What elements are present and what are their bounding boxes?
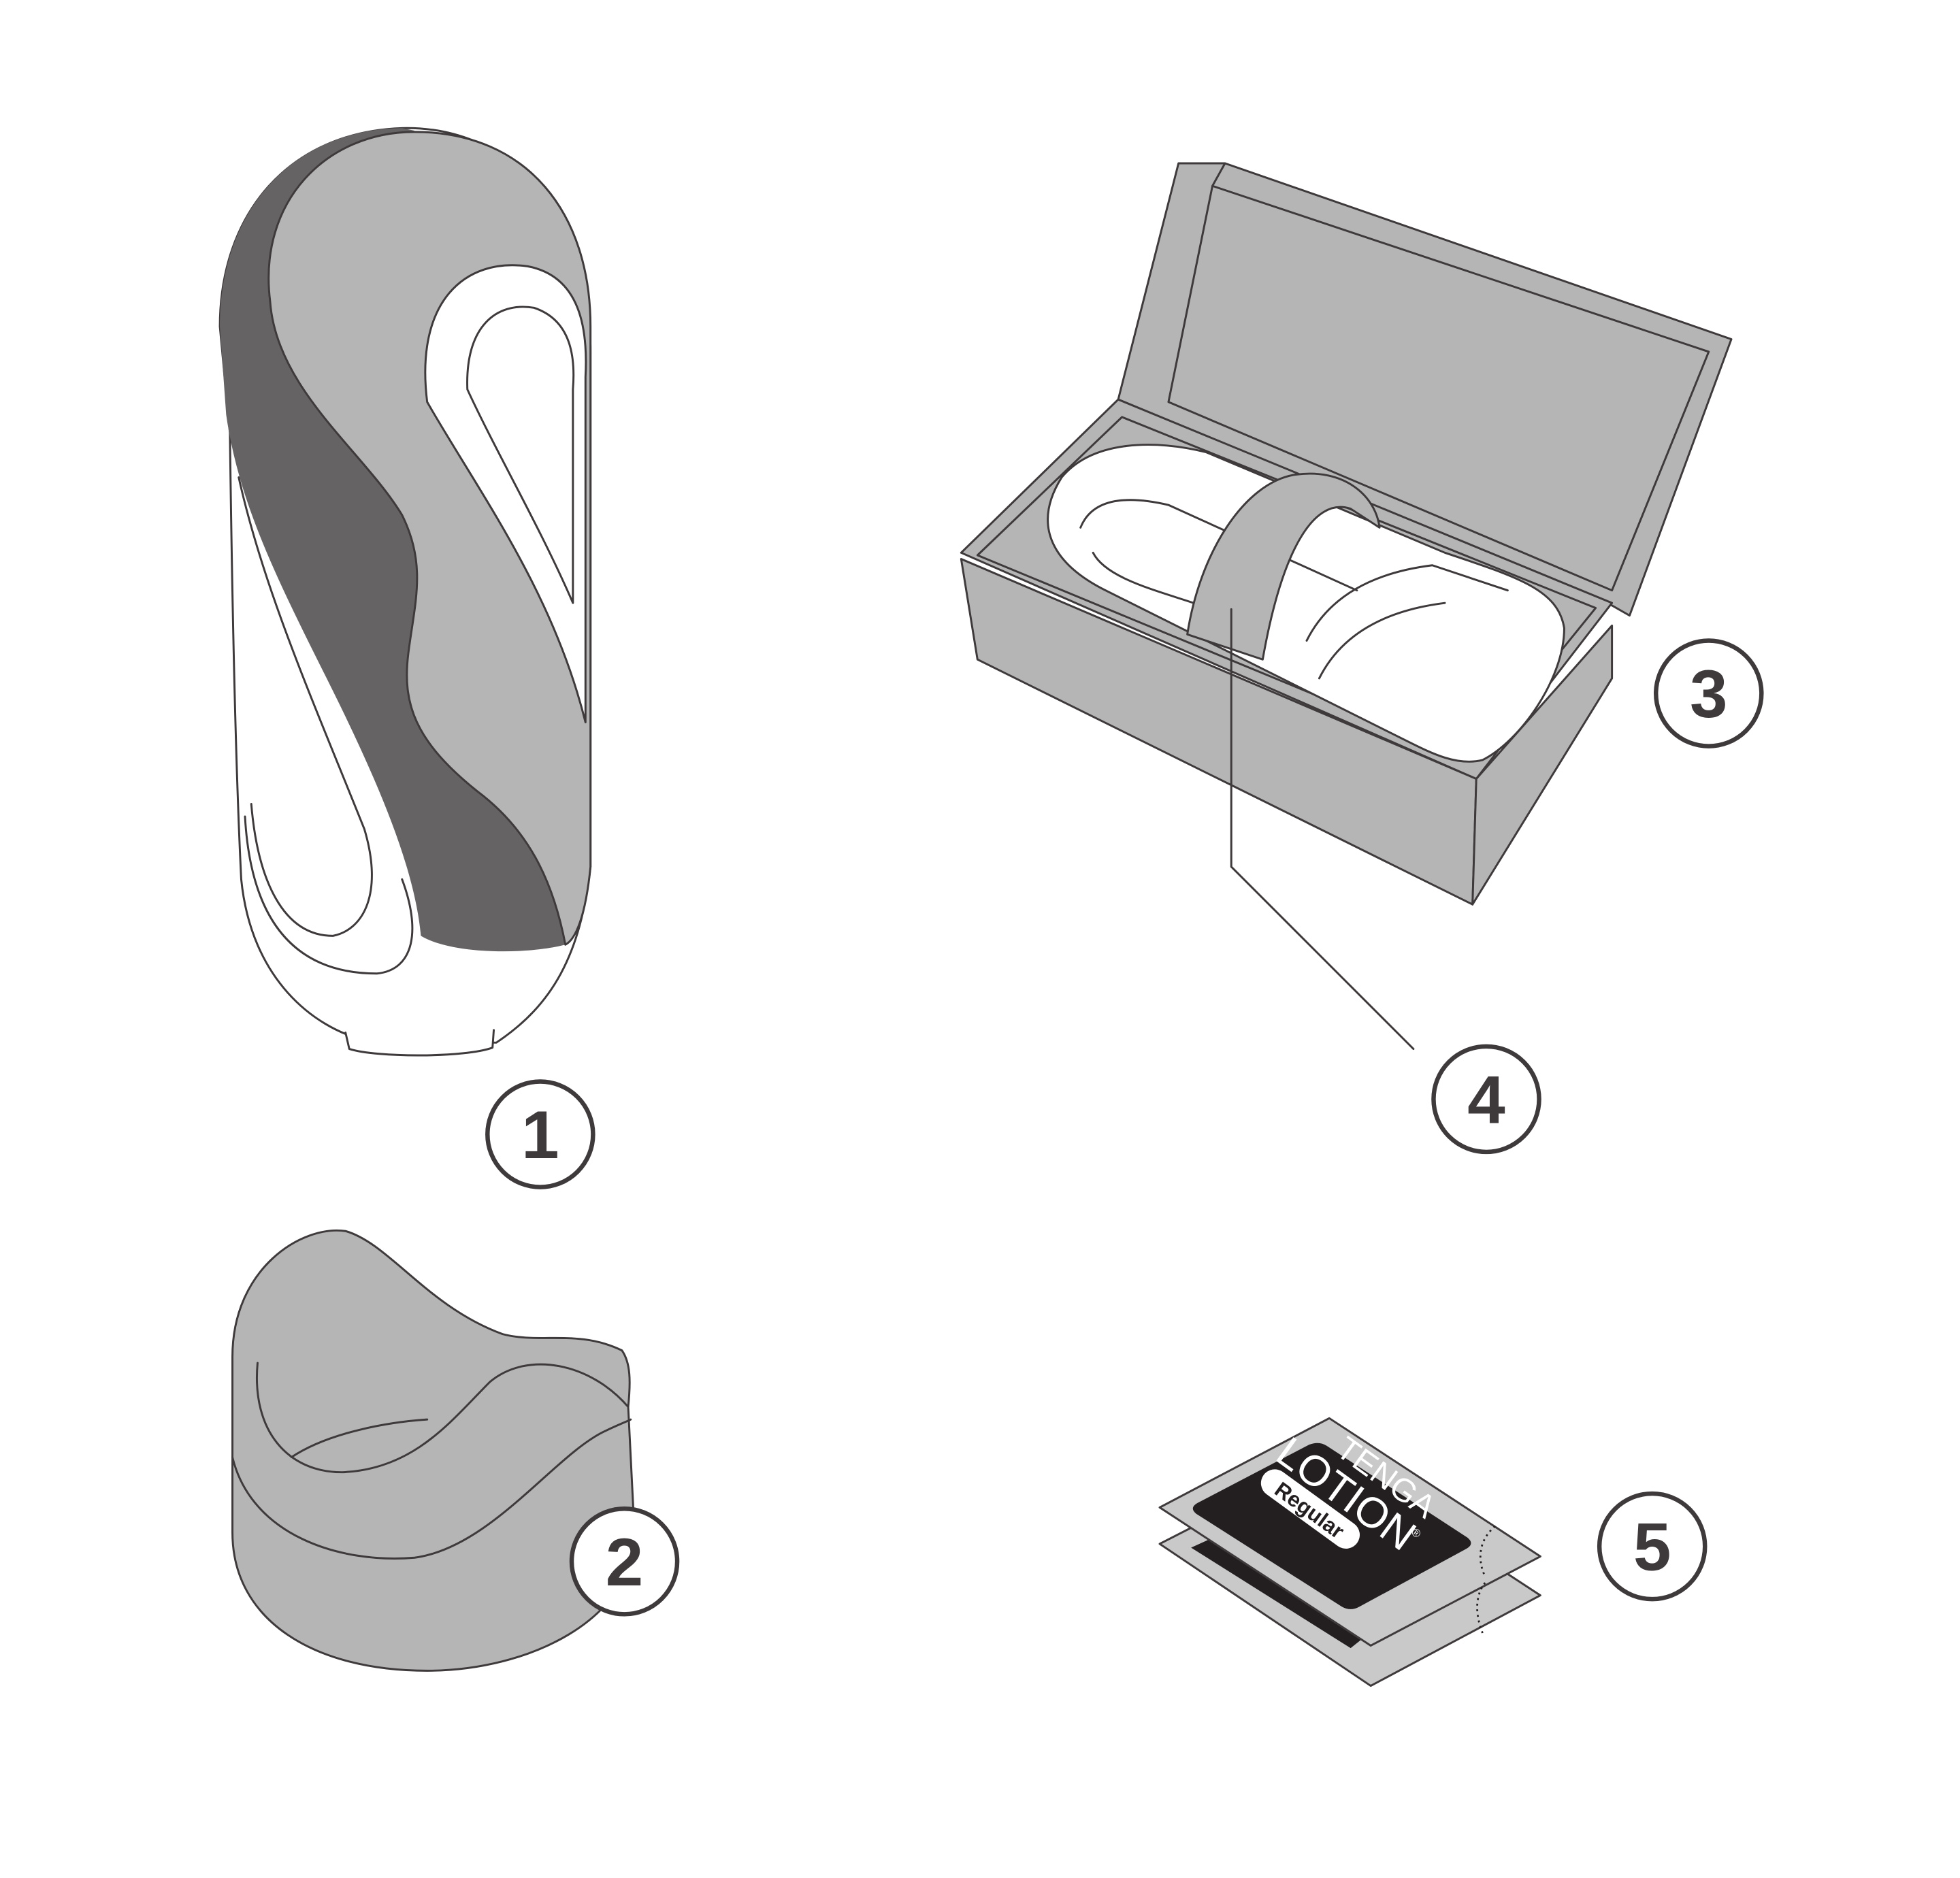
stand-illustration [231, 1229, 636, 1672]
label-5: 5 [1597, 1491, 1708, 1602]
label-4-number: 4 [1467, 1062, 1505, 1138]
cup-illustration [218, 127, 592, 1057]
box-illustration [960, 162, 1733, 1051]
label-1: 1 [485, 1079, 595, 1189]
label-3-number: 3 [1690, 657, 1727, 732]
label-3: 3 [1654, 638, 1764, 748]
label-2-number: 2 [606, 1525, 643, 1600]
label-4: 4 [1431, 1044, 1541, 1155]
label-1-number: 1 [521, 1098, 559, 1173]
label-5-number: 5 [1633, 1510, 1671, 1585]
label-2: 2 [569, 1506, 680, 1617]
lotion-packets-illustration: TENGA LOTION ® Regular [1158, 1417, 1541, 1687]
